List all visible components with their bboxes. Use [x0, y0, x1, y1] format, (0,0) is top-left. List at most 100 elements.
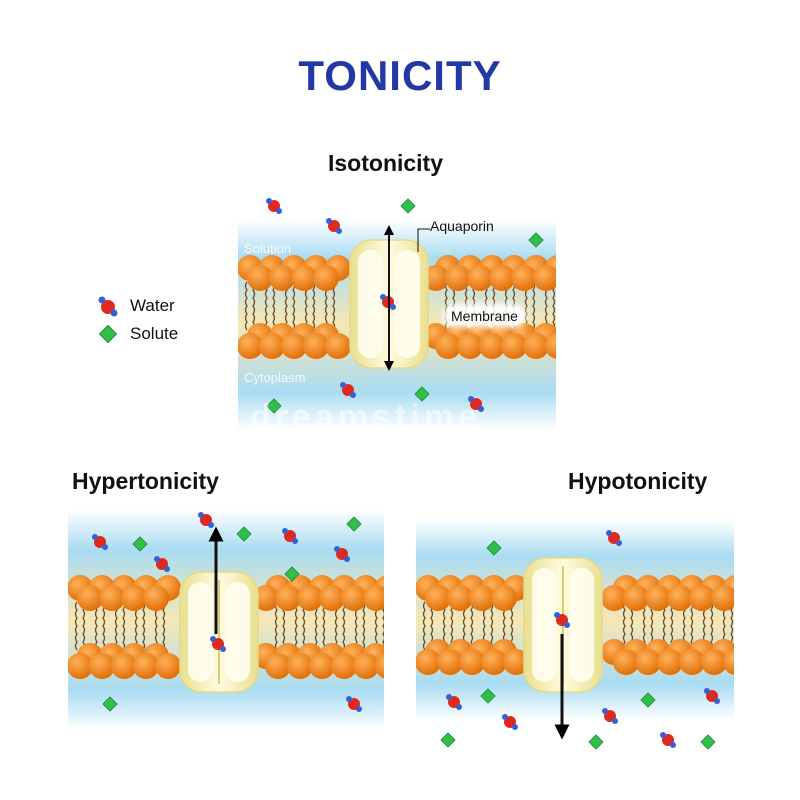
phospholipid-head: [155, 653, 181, 679]
solute-diamond-icon: [400, 198, 416, 214]
lipid-heads: [238, 255, 556, 359]
phospholipid-head: [657, 649, 683, 675]
legend: Water Solute: [96, 292, 178, 348]
phospholipid-head: [297, 585, 323, 611]
phospholipid-head: [121, 585, 147, 611]
hypotonicity-title: Hypotonicity: [568, 468, 708, 494]
phospholipid-head: [469, 585, 495, 611]
solute-diamond-icon: [480, 688, 496, 704]
phospholipid-head: [238, 333, 263, 359]
solute-diamond-icon: [266, 398, 282, 414]
molecules: [92, 512, 362, 712]
phospholipid-head: [425, 585, 451, 611]
phospholipid-head: [99, 585, 125, 611]
phospholipid-head: [667, 585, 693, 611]
phospholipid-head: [523, 333, 549, 359]
cytoplasm-label: Cytoplasm: [244, 370, 306, 385]
molecules: [440, 530, 720, 750]
solute-diamond-icon: [102, 696, 118, 712]
solute-diamond-icon: [440, 732, 456, 748]
solute-diamond-icon: [640, 692, 656, 708]
phospholipid-head: [287, 653, 313, 679]
legend-label-water: Water: [130, 296, 175, 315]
phospholipid-head: [309, 653, 335, 679]
phospholipid-head: [275, 585, 301, 611]
phospholipid-head: [423, 265, 449, 291]
water-molecule-icon: [704, 688, 720, 704]
phospholipid-head: [353, 653, 379, 679]
solute-diamond-icon: [588, 734, 604, 750]
phospholipid-head: [635, 649, 661, 675]
solution-label: Solution: [244, 241, 291, 256]
phospholipid-head: [68, 653, 93, 679]
phospholipid-head: [447, 585, 473, 611]
phospholipid-head: [313, 265, 339, 291]
phospholipid-head: [459, 649, 485, 675]
membrane-group: [68, 510, 384, 730]
phospholipid-head: [341, 585, 367, 611]
isotonicity-panel: [238, 190, 556, 430]
phospholipid-head: [701, 649, 727, 675]
phospholipid-head: [545, 333, 556, 359]
isotonicity-diagram: [238, 198, 556, 430]
aquaporin-pointer: [417, 228, 430, 252]
hypertonicity-diagram: [68, 510, 384, 730]
aquaporin-channel: [179, 571, 259, 693]
water-molecule-icon: [602, 708, 618, 724]
phospholipid-head: [375, 653, 384, 679]
phospholipid-head: [291, 265, 317, 291]
water-molecule-icon: [502, 714, 518, 730]
phospholipid-head: [143, 585, 169, 611]
phospholipid-head: [467, 265, 493, 291]
water-molecule-icon: [154, 556, 170, 572]
aquaporin-label: Aquaporin: [430, 218, 494, 234]
membrane-label: Membrane: [446, 307, 523, 325]
water-molecule-icon: [210, 636, 226, 652]
water-molecule-icon: [282, 528, 298, 544]
phospholipid-head: [511, 265, 537, 291]
phospholipid-head: [645, 585, 671, 611]
water-molecule-icon: [660, 732, 676, 748]
phospholipid-head: [503, 649, 529, 675]
water-molecule-icon: [334, 546, 350, 562]
water-molecule-icon: [98, 296, 118, 317]
phospholipid-head: [133, 653, 159, 679]
phospholipid-head: [281, 333, 307, 359]
phospholipid-head: [269, 265, 295, 291]
solute-diamond-icon: [132, 536, 148, 552]
hypotonicity-diagram: [416, 520, 734, 750]
solute-diamond-icon: [700, 734, 716, 750]
molecules: [266, 198, 544, 414]
phospholipid-head: [325, 333, 351, 359]
phospholipid-head: [689, 585, 715, 611]
phospholipid-head: [111, 653, 137, 679]
phospholipid-head: [331, 653, 357, 679]
membrane-group: [238, 220, 556, 430]
hypertonicity-title: Hypertonicity: [72, 468, 219, 494]
phospholipid-head: [733, 593, 734, 603]
phospholipid-head: [416, 649, 441, 675]
water-molecule-icon: [606, 530, 622, 546]
solute-diamond-icon: [528, 232, 544, 248]
phospholipid-head: [303, 333, 329, 359]
phospholipid-head: [491, 585, 517, 611]
watermark: dreamstime: [250, 398, 481, 436]
phospholipid-head: [445, 265, 471, 291]
legend-label-solute: Solute: [130, 324, 179, 343]
water-molecule-icon: [554, 612, 570, 628]
phospholipid-head: [265, 653, 291, 679]
lipid-heads: [68, 575, 384, 679]
page-title: TONICITY: [298, 52, 502, 99]
phospholipid-head: [481, 649, 507, 675]
solute-diamond-icon: [346, 516, 362, 532]
phospholipid-head: [253, 585, 279, 611]
phospholipid-head: [679, 649, 705, 675]
solute-diamond-icon: [236, 526, 252, 542]
isotonicity-title: Isotonicity: [328, 150, 444, 176]
solute-diamond-icon: [486, 540, 502, 556]
water-molecule-icon: [446, 694, 462, 710]
phospholipid-head: [613, 649, 639, 675]
solute-diamond-icon: [284, 566, 300, 582]
phospholipid-head: [501, 333, 527, 359]
solute-diamond-icon: [98, 324, 118, 344]
